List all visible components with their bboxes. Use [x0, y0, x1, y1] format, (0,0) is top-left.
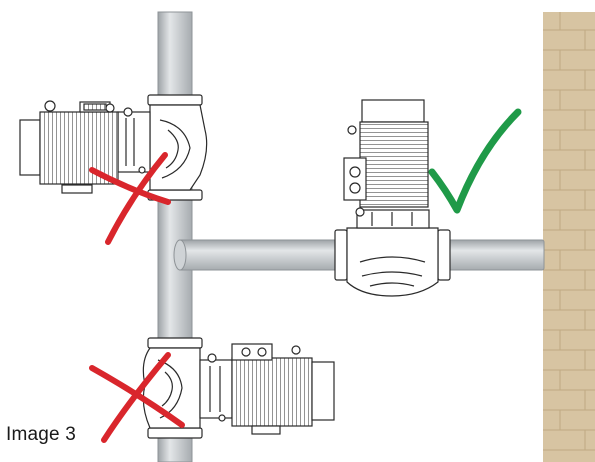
cross-icon — [89, 352, 185, 443]
brick-wall — [543, 12, 595, 462]
pump-center-right — [334, 99, 451, 297]
pump-top-left — [19, 94, 208, 201]
cross-icon — [89, 152, 171, 245]
checkmark-icon — [428, 108, 522, 214]
image-caption: Image 3 — [6, 424, 77, 445]
pump-bottom-left — [142, 337, 335, 439]
